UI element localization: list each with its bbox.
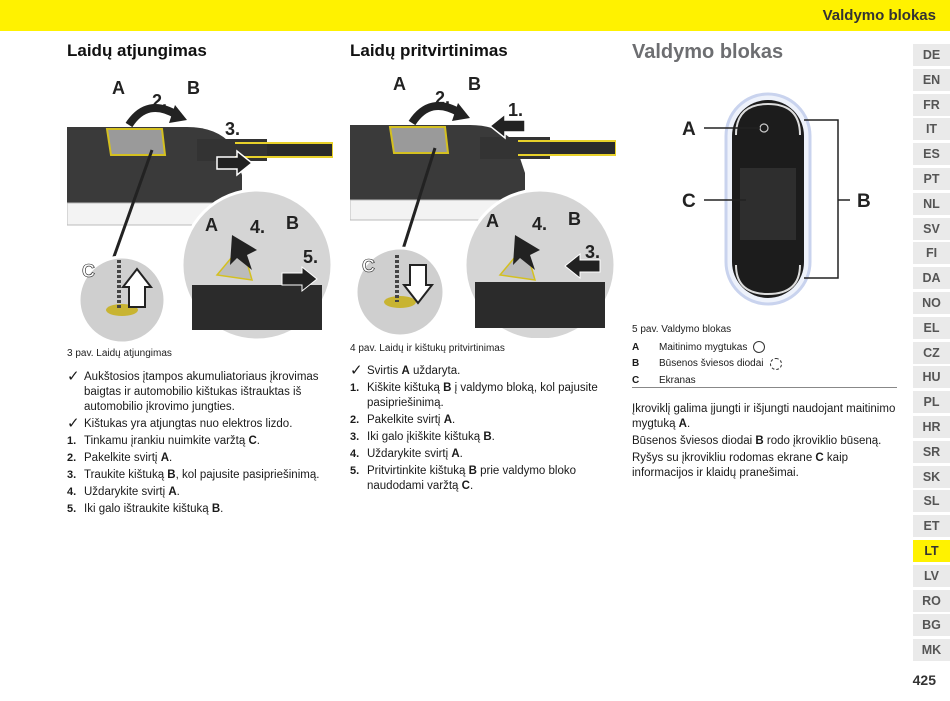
fig1-label-step5: 5. xyxy=(303,247,318,267)
list-item: 4.Uždarykite svirtį A. xyxy=(350,448,463,460)
fig1-label-step3: 3. xyxy=(225,119,240,139)
figure-caption-4: 4 pav. Laidų ir kištukų pritvirtinimas xyxy=(350,343,505,354)
language-tab-no[interactable]: NO xyxy=(913,291,950,314)
fig1-label-b2: B xyxy=(286,213,299,233)
language-tab-lt[interactable]: LT xyxy=(913,539,950,562)
list-item: 1.Tinkamu įrankiu nuimkite varžtą C. xyxy=(67,435,260,447)
language-tab-pl[interactable]: PL xyxy=(913,391,950,414)
fig2-label-step2: 2. xyxy=(435,88,450,108)
fig2-label-step3: 3. xyxy=(585,242,600,262)
fig2-label-step4: 4. xyxy=(532,214,547,234)
fig2-label-a2: A xyxy=(486,211,499,231)
list-item: ✓Aukštosios įtampos akumuliatoriaus įkro… xyxy=(67,368,319,413)
fig1-label-step2: 2. xyxy=(152,91,167,111)
list-item: 5.Pritvirtinkite kištuką B prie valdymo … xyxy=(350,465,576,492)
fig3-label-a: A xyxy=(682,119,696,140)
fig1-label-step4: 4. xyxy=(250,217,265,237)
disconnect-steps: ✓Aukštosios įtampos akumuliatoriaus įkro… xyxy=(67,368,333,519)
language-tab-et[interactable]: ET xyxy=(913,515,950,538)
figure-caption-5: 5 pav. Valdymo blokas xyxy=(632,324,732,335)
language-tab-sv[interactable]: SV xyxy=(913,217,950,240)
power-icon xyxy=(753,341,766,354)
list-item: 3.Traukite kištuką B, kol pajusite pasip… xyxy=(67,469,320,481)
fig2-label-c: C xyxy=(362,256,375,276)
divider xyxy=(632,387,897,388)
language-tab-mk[interactable]: MK xyxy=(913,639,950,662)
language-tab-bg[interactable]: BG xyxy=(913,614,950,637)
list-item: 1.Kiškite kištuką B į valdymo bloką, kol… xyxy=(350,382,598,409)
header-bar: Valdymo blokas xyxy=(0,0,950,31)
language-tab-lv[interactable]: LV xyxy=(913,564,950,587)
fig2-label-b2: B xyxy=(568,209,581,229)
figure-control-unit: A C B xyxy=(682,92,871,306)
language-tab-hr[interactable]: HR xyxy=(913,415,950,438)
paragraph: Įkroviklį galima įjungti ir išjungti nau… xyxy=(632,403,896,430)
fig2-label-b: B xyxy=(468,74,481,94)
figure-connect: A 2. B 1. C A 4. B 3. xyxy=(350,74,616,338)
figure-disconnect: A 2. B 3. C A 4. B 5. xyxy=(67,78,333,343)
language-tab-da[interactable]: DA xyxy=(913,267,950,290)
section-heading-disconnect: Laidų atjungimas xyxy=(67,41,207,60)
fig1-label-a: A xyxy=(112,78,125,98)
list-item: 4.Uždarykite svirtį A. xyxy=(67,486,180,498)
page-number: 425 xyxy=(912,672,936,688)
figure-caption-3: 3 pav. Laidų atjungimas xyxy=(67,348,172,359)
list-item: ✓Kištukas yra atjungtas nuo elektros liz… xyxy=(67,415,293,432)
fig2-label-step1: 1. xyxy=(508,100,523,120)
language-tab-de[interactable]: DE xyxy=(913,44,950,66)
language-tab-it[interactable]: IT xyxy=(913,118,950,141)
fig1-label-c: C xyxy=(82,261,95,281)
language-tab-en[interactable]: EN xyxy=(913,68,950,91)
language-tab-hu[interactable]: HU xyxy=(913,366,950,389)
language-tab-sr[interactable]: SR xyxy=(913,440,950,463)
fig1-label-a2: A xyxy=(205,215,218,235)
fig3-label-c: C xyxy=(682,191,696,212)
fig2-label-a: A xyxy=(393,74,406,94)
language-tab-es[interactable]: ES xyxy=(913,143,950,166)
language-tab-pt[interactable]: PT xyxy=(913,167,950,190)
list-item: 2.Pakelkite svirtį A. xyxy=(350,414,456,426)
list-item: ✓Svirtis A uždaryta. xyxy=(350,362,461,379)
language-tab-ro[interactable]: RO xyxy=(913,589,950,612)
fig3-label-b: B xyxy=(857,191,871,212)
list-item: 2.Pakelkite svirtį A. xyxy=(67,452,173,464)
paragraph: Ryšys su įkrovikliu rodomas ekrane C kai… xyxy=(632,452,849,479)
language-tab-el[interactable]: EL xyxy=(913,316,950,339)
list-item: 3.Iki galo įkiškite kištuką B. xyxy=(350,431,495,443)
connect-steps: ✓Svirtis A uždaryta. 1.Kiškite kištuką B… xyxy=(350,362,616,496)
language-tab-sl[interactable]: SL xyxy=(913,490,950,513)
language-tab-nl[interactable]: NL xyxy=(913,192,950,215)
language-tab-sk[interactable]: SK xyxy=(913,465,950,488)
paragraph: Būsenos šviesos diodai B rodo įkroviklio… xyxy=(632,435,882,447)
section-heading-control-unit: Valdymo blokas xyxy=(632,41,784,63)
language-tab-cz[interactable]: CZ xyxy=(913,341,950,364)
language-tab-fi[interactable]: FI xyxy=(913,242,950,265)
language-tab-fr[interactable]: FR xyxy=(913,93,950,116)
fig1-label-b: B xyxy=(187,78,200,98)
section-heading-connect: Laidų pritvirtinimas xyxy=(350,41,508,60)
control-unit-description: Įkroviklį galima įjungti ir išjungti nau… xyxy=(632,402,900,483)
status-led-icon xyxy=(769,357,782,370)
header-title: Valdymo blokas xyxy=(822,7,936,24)
list-item: 5.Iki galo ištraukite kištuką B. xyxy=(67,503,224,515)
